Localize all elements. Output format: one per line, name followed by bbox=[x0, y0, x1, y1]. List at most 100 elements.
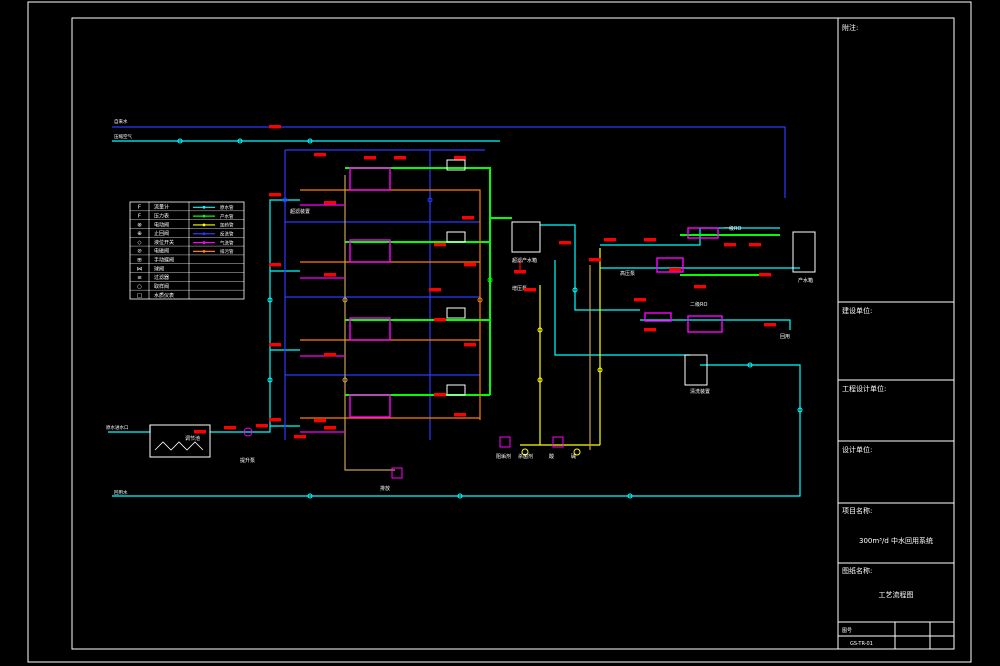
legend-symbol-label: 液位开关 bbox=[154, 239, 174, 246]
ro-stage-1 bbox=[656, 257, 684, 273]
title-block: 附注: 建设单位: 工程设计单位: 设计单位: 项目名称: 300m³/d 中水… bbox=[837, 18, 954, 649]
legend-symbol-label: 水质仪表 bbox=[154, 292, 174, 299]
legend-symbol-label: 电磁阀 bbox=[154, 248, 169, 255]
legend-line-label: 反洗管 bbox=[220, 230, 234, 237]
legend-line-label: 排污管 bbox=[220, 248, 234, 255]
valve-marker bbox=[237, 138, 243, 144]
valve-marker bbox=[307, 138, 313, 144]
legend-symbol-label: 球阀 bbox=[154, 265, 164, 272]
bottom-inlet: 回用水 bbox=[114, 489, 128, 496]
notes-label: 附注: bbox=[842, 23, 858, 32]
instrument-tag bbox=[314, 153, 326, 157]
legend-symbol-label: 流量计 bbox=[154, 204, 169, 211]
instrument-tag bbox=[749, 243, 761, 247]
instrument-tag bbox=[604, 238, 616, 242]
instrument-tag bbox=[434, 318, 446, 322]
instrument-tag bbox=[269, 193, 281, 197]
raw-inlet-label: 原水进水口 bbox=[106, 424, 129, 431]
instrument-tag bbox=[394, 156, 406, 160]
dose2-label: 杀菌剂 bbox=[518, 453, 533, 460]
legend-line-label: 原水管 bbox=[220, 204, 234, 211]
instrument-tag bbox=[434, 393, 446, 397]
lift-pump bbox=[243, 427, 253, 437]
instrument-tag bbox=[634, 298, 646, 302]
legend-symbol: ○ bbox=[137, 284, 142, 290]
legend-symbol: ⋈ bbox=[137, 266, 143, 272]
footer-code: 图号 bbox=[842, 628, 852, 634]
footer-code2: GS-TR-01 bbox=[850, 641, 873, 647]
instrument-tag bbox=[324, 273, 336, 277]
product-tank-label: 产水箱 bbox=[798, 277, 813, 284]
instrument-tag bbox=[464, 343, 476, 347]
legend-symbol: ⊞ bbox=[137, 258, 142, 264]
filter-label: 超滤装置 bbox=[290, 208, 310, 215]
valve-marker bbox=[797, 407, 803, 413]
uf-product-tank bbox=[511, 221, 541, 253]
legend-symbol: □ bbox=[137, 293, 142, 299]
legend-symbol: ⊕ bbox=[137, 231, 142, 237]
instrument-tag bbox=[524, 288, 536, 292]
legend-symbol: ⊗ bbox=[137, 222, 142, 228]
legend-symbol: F bbox=[138, 213, 141, 219]
top-header-blue-pipe bbox=[112, 126, 786, 198]
valve-marker bbox=[487, 277, 493, 283]
instrument-tag bbox=[324, 201, 336, 205]
instrument-tag bbox=[694, 285, 706, 289]
valve-marker bbox=[537, 377, 543, 383]
legend-symbol-label: 过滤器 bbox=[154, 274, 169, 281]
ro1-label: 一级RO bbox=[724, 225, 741, 232]
valve-marker bbox=[342, 377, 348, 383]
product-tank bbox=[792, 231, 816, 273]
approval-label: 建设单位: bbox=[842, 306, 872, 315]
instrument-tag bbox=[644, 328, 656, 332]
drain-label: 排放 bbox=[380, 485, 390, 492]
instrument-tag bbox=[364, 156, 376, 160]
valve-marker bbox=[177, 138, 183, 144]
tank1-label: 调节池 bbox=[185, 435, 200, 442]
legend-symbol: ◇ bbox=[137, 240, 142, 246]
ro2-label: 二级RO bbox=[690, 301, 707, 308]
equipment: 调节池 提升泵 超滤装置 超滤产水箱 增压泵 一级RO 二级RO 高压泵 bbox=[149, 159, 816, 492]
valve-marker bbox=[747, 362, 753, 368]
instrument-tag bbox=[454, 413, 466, 417]
instrument-tag bbox=[269, 343, 281, 347]
instrument-tag bbox=[559, 241, 571, 245]
legend-symbol-label: 取样阀 bbox=[154, 283, 169, 290]
legend-symbol: ⊘ bbox=[137, 249, 142, 255]
uf-pump-label: 增压泵 bbox=[512, 285, 527, 292]
company-label: 工程设计单位: bbox=[842, 384, 886, 393]
legend-line-label: 加药管 bbox=[220, 222, 234, 229]
instrument-tag bbox=[434, 243, 446, 247]
project-label: 项目名称: bbox=[842, 506, 872, 515]
instrument-tag bbox=[514, 270, 526, 274]
cip-label: 清洗装置 bbox=[690, 388, 710, 395]
legend-symbol-label: 压力表 bbox=[154, 212, 169, 219]
instrument-tag bbox=[644, 238, 656, 242]
instrument-tag bbox=[324, 426, 336, 430]
instrument-tag bbox=[224, 426, 236, 430]
legend-symbol-label: 止回阀 bbox=[154, 230, 169, 237]
legend-line-label: 产水管 bbox=[220, 213, 234, 220]
valve-marker bbox=[282, 197, 288, 203]
drawing-name: 工艺流程图 bbox=[879, 590, 914, 599]
valve-marker bbox=[457, 493, 463, 499]
top-inlet-1: 自来水 bbox=[114, 118, 128, 125]
project-name: 300m³/d 中水回用系统 bbox=[859, 536, 933, 545]
inner-frame bbox=[71, 17, 955, 650]
bottom-return-pipe bbox=[112, 364, 801, 497]
legend-symbol: ≡ bbox=[137, 275, 142, 281]
regulating-tank bbox=[149, 424, 211, 458]
drawing-label: 图纸名称: bbox=[842, 566, 872, 575]
uf-to-ro-pipe bbox=[540, 224, 640, 311]
instrument-tag bbox=[464, 263, 476, 267]
design-label: 设计单位: bbox=[842, 445, 872, 454]
dose4-label: 碱 bbox=[571, 453, 576, 460]
ro-pump-label: 高压泵 bbox=[620, 270, 635, 277]
instrument-tag bbox=[256, 424, 268, 428]
ro-stage-2 bbox=[687, 315, 723, 333]
valve-marker bbox=[342, 297, 348, 303]
uf-tank-label: 超滤产水箱 bbox=[512, 257, 537, 264]
